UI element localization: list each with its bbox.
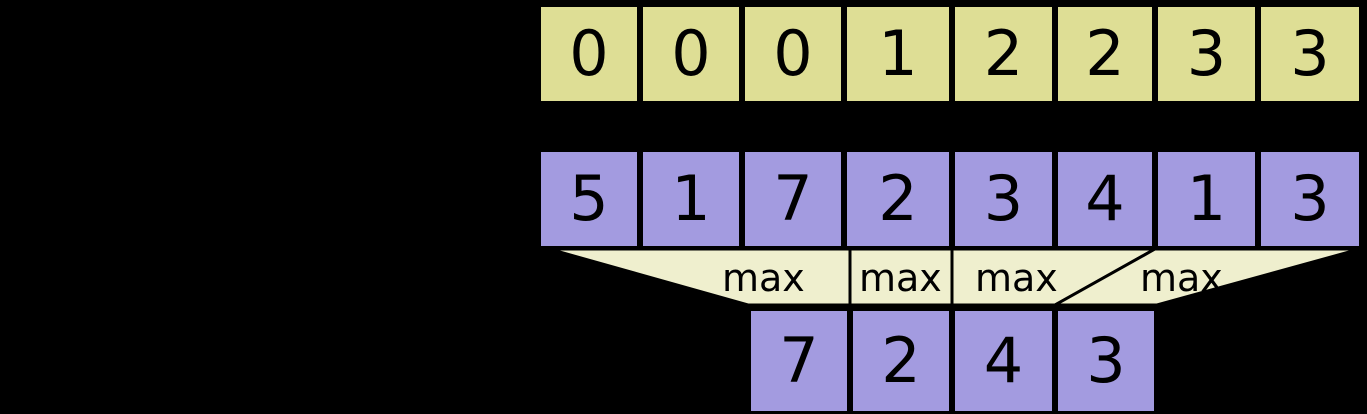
pooled-cell: 2 xyxy=(850,308,952,414)
input-cell: 1 xyxy=(1155,149,1258,249)
input-cell: 2 xyxy=(844,149,952,249)
pooled-cell: 3 xyxy=(1055,308,1157,414)
max-label: max xyxy=(1140,256,1223,300)
max-label: max xyxy=(859,256,942,300)
input-cell: 3 xyxy=(1258,149,1362,249)
index-cell: 0 xyxy=(742,4,844,104)
index-cell: 2 xyxy=(1055,4,1155,104)
max-label: max xyxy=(722,256,805,300)
funnel-shape-1 xyxy=(548,247,852,307)
index-cell: 0 xyxy=(640,4,742,104)
index-cell: 3 xyxy=(1258,4,1362,104)
index-cell: 3 xyxy=(1155,4,1258,104)
input-cell: 3 xyxy=(952,149,1055,249)
pooled-cell: 4 xyxy=(952,308,1055,414)
input-cell: 1 xyxy=(640,149,742,249)
input-cell: 7 xyxy=(742,149,844,249)
input-cell: 5 xyxy=(538,149,640,249)
index-cell: 1 xyxy=(844,4,952,104)
pooled-cell: 7 xyxy=(748,308,850,414)
index-cell: 2 xyxy=(952,4,1055,104)
input-cell: 4 xyxy=(1055,149,1155,249)
max-label: max xyxy=(975,256,1058,300)
index-cell: 0 xyxy=(538,4,640,104)
